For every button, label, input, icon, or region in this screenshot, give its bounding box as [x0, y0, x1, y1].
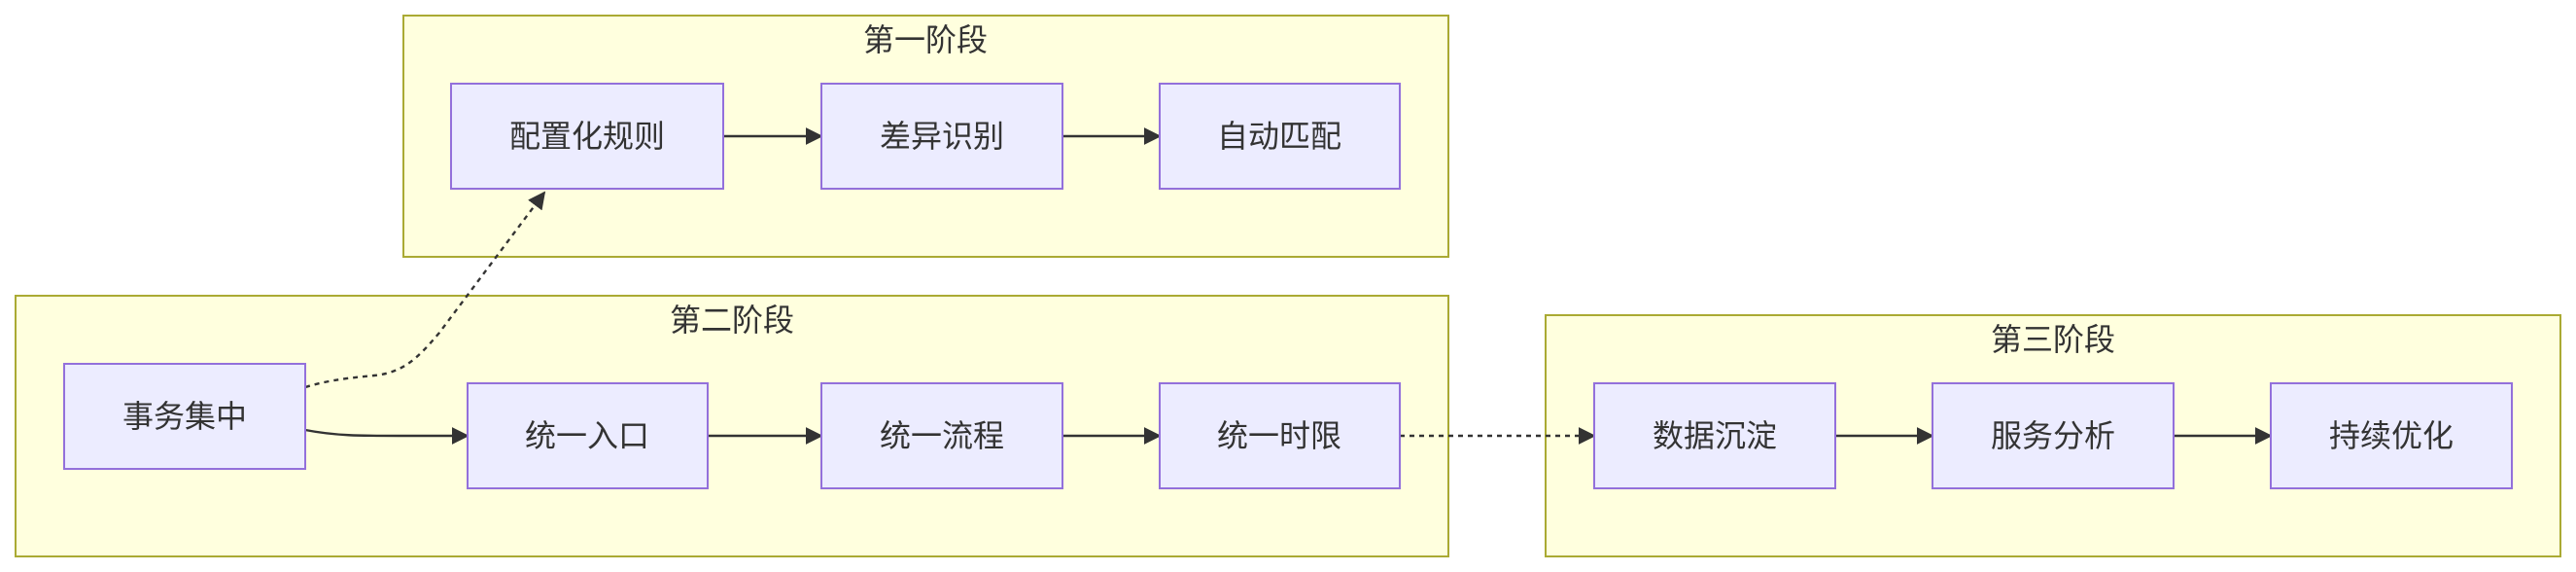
node-data-accum-label: 数据沉淀 [1653, 417, 1777, 454]
node-auto-match[interactable]: 自动匹配 [1159, 83, 1401, 190]
node-continuous-opt-label: 持续优化 [2329, 417, 2454, 454]
node-service-analysis-label: 服务分析 [1991, 417, 2115, 454]
node-diff-recog[interactable]: 差异识别 [820, 83, 1063, 190]
node-unified-flow[interactable]: 统一流程 [820, 382, 1063, 489]
node-continuous-opt[interactable]: 持续优化 [2270, 382, 2513, 489]
node-unified-flow-label: 统一流程 [880, 417, 1004, 454]
node-config-rules-label: 配置化规则 [509, 118, 665, 155]
node-auto-match-label: 自动匹配 [1217, 118, 1341, 155]
edge-affairs-central-to-unified-entry [304, 427, 470, 445]
node-affairs-central[interactable]: 事务集中 [63, 363, 306, 470]
node-config-rules[interactable]: 配置化规则 [450, 83, 724, 190]
group-phase3-title: 第三阶段 [1991, 321, 2115, 358]
node-unified-time[interactable]: 统一时限 [1159, 382, 1401, 489]
group-phase1-title: 第二阶段 [670, 302, 794, 339]
node-data-accum[interactable]: 数据沉淀 [1593, 382, 1836, 489]
edges [304, 127, 2273, 445]
node-unified-entry-label: 统一入口 [525, 417, 649, 454]
node-unified-time-label: 统一时限 [1217, 417, 1341, 454]
node-affairs-central-label: 事务集中 [122, 398, 247, 435]
node-diff-recog-label: 差异识别 [880, 118, 1004, 155]
edge-affairs-central-to-config-rules [304, 191, 546, 389]
nodes: 配置化规则 差异识别 自动匹配 事务集中 统一入口 统一流程 统一时限 数 [63, 83, 2513, 489]
group-phase2-title: 第一阶段 [863, 21, 988, 58]
node-service-analysis[interactable]: 服务分析 [1932, 382, 2175, 489]
node-unified-entry[interactable]: 统一入口 [467, 382, 709, 489]
